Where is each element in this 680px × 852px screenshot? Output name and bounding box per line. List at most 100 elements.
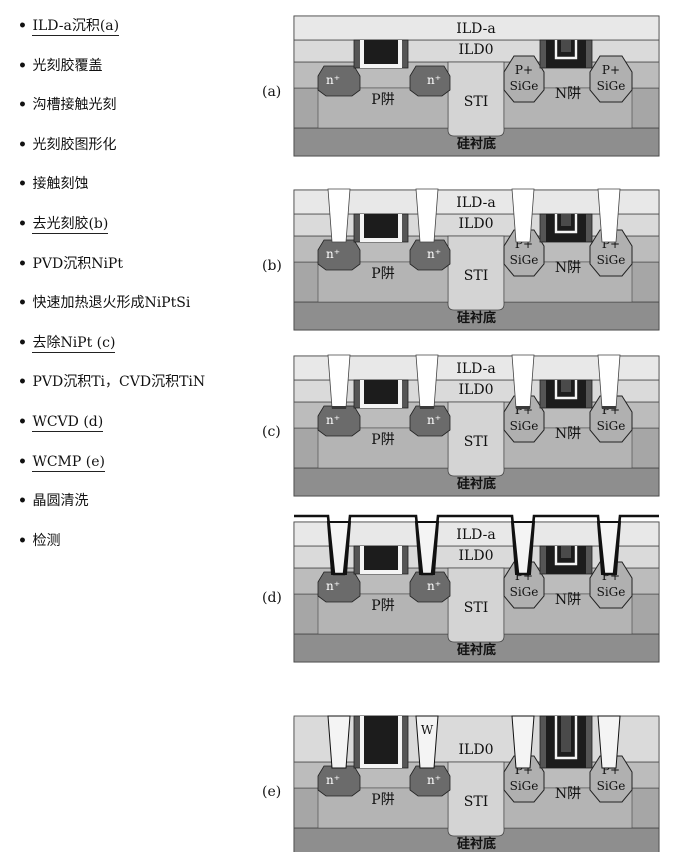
sige-label: SiGe [510, 253, 539, 267]
substrate-label: 硅衬底 [457, 310, 496, 326]
process-step: • 光刻胶图形化 [18, 133, 268, 173]
substrate-label: 硅衬底 [457, 136, 496, 152]
contact-trench [327, 188, 351, 243]
contact-trench [597, 354, 621, 409]
pmos-gate-core [561, 380, 571, 392]
p-well-region [317, 261, 449, 303]
n-plus-epi [409, 239, 451, 271]
process-step: • 检测 [18, 529, 268, 569]
n-plus-epi [317, 405, 361, 437]
process-step: • 接触刻蚀 [18, 172, 268, 212]
pmos-gate-core [561, 546, 571, 558]
process-step-text: PVD沉积NiPt [32, 255, 123, 272]
bullet-dot: • [18, 453, 27, 470]
n-plus-epi [317, 65, 361, 97]
process-step-text: WCMP (e) [32, 453, 105, 472]
process-step: • 去光刻胶(b) [18, 212, 268, 252]
process-step: • 光刻胶覆盖 [18, 54, 268, 94]
tungsten-label: W [421, 723, 434, 737]
p-plus-label: P+ [602, 63, 620, 77]
contact-trench [511, 354, 535, 409]
p-well-label: P阱 [371, 92, 394, 108]
pmos-gate-liner [554, 380, 578, 400]
process-step-text: 去光刻胶(b) [32, 215, 109, 234]
ild-a-label: ILD-a [456, 21, 495, 37]
ild0-label: ILD0 [459, 42, 494, 58]
tin-tungsten-overburden [294, 514, 659, 576]
p-plus-sige-region [589, 55, 633, 103]
ild0-label: ILD0 [459, 548, 494, 564]
p-plus-sige-region [503, 229, 545, 277]
process-step-text: 光刻胶覆盖 [32, 57, 103, 74]
sige-label: SiGe [510, 79, 539, 93]
contact-trench [327, 354, 351, 409]
n-plus-epi [317, 571, 361, 603]
ild-a-label: ILD-a [456, 195, 495, 211]
pmos-gate-core [561, 214, 571, 226]
n-well-label: N阱 [555, 260, 581, 276]
n-plus-label: n⁺ [326, 73, 340, 87]
contact-trench [415, 354, 439, 409]
n-plus-label: n⁺ [326, 773, 340, 787]
p-plus-sige-region [589, 755, 633, 803]
nmos-gate-metal [364, 380, 398, 404]
sti-region [447, 761, 505, 837]
process-step-text: 光刻胶图形化 [32, 136, 117, 153]
p-well-region [317, 87, 449, 129]
process-step: • PVD沉积Ti，CVD沉积TiN [18, 370, 268, 410]
nipt-silicide [420, 406, 434, 409]
bullet-dot: • [18, 493, 27, 510]
n-well-label: N阱 [555, 86, 581, 102]
sti-region [447, 61, 505, 137]
ild0-label: ILD0 [459, 382, 494, 398]
pmos-gate-liner [554, 716, 578, 760]
nmos-gate-metal [364, 546, 398, 570]
nipt-silicide [602, 406, 616, 409]
process-step-text: 检测 [32, 532, 61, 549]
process-step-text: ILD-a沉积(a) [32, 18, 120, 36]
panel-label-d: (d) [262, 590, 282, 606]
process-step-list: • ILD-a沉积(a)• 光刻胶覆盖• 沟槽接触光刻• 光刻胶图形化• 接触刻… [18, 14, 268, 568]
sti-region [447, 235, 505, 311]
nipt-silicide [332, 406, 346, 409]
contact-trench [415, 188, 439, 243]
bullet-dot: • [18, 136, 27, 153]
substrate-label: 硅衬底 [457, 642, 496, 658]
ild0-label: ILD0 [459, 742, 494, 758]
p-plus-sige-region [589, 395, 633, 443]
n-plus-epi [409, 405, 451, 437]
sige-label: SiGe [510, 779, 539, 793]
sti-label: STI [464, 268, 488, 284]
sti-label: STI [464, 434, 488, 450]
process-step: • WCVD (d) [18, 410, 268, 450]
p-well-label: P阱 [371, 792, 394, 808]
contact-trench [597, 188, 621, 243]
pmos-gate-core [561, 716, 571, 752]
p-well-label: P阱 [371, 432, 394, 448]
p-well-label: P阱 [371, 266, 394, 282]
p-well-label: P阱 [371, 598, 394, 614]
n-well-label: N阱 [555, 592, 581, 608]
tungsten-contact [511, 715, 535, 769]
substrate-label: 硅衬底 [457, 476, 496, 492]
n-plus-label: n⁺ [427, 579, 441, 593]
panel-label-e: (e) [262, 784, 281, 800]
sti-region [447, 567, 505, 643]
ild-a-label: ILD-a [456, 527, 495, 543]
sti-label: STI [464, 794, 488, 810]
process-step-text: 去除NiPt (c) [32, 334, 116, 353]
n-well-label: N阱 [555, 426, 581, 442]
bullet-dot: • [18, 97, 27, 114]
bullet-dot: • [18, 18, 27, 34]
sti-label: STI [464, 94, 488, 110]
nipt-silicide [516, 406, 530, 409]
process-step: • ILD-a沉积(a) [18, 14, 268, 54]
n-plus-epi [409, 571, 451, 603]
panel-label-c: (c) [262, 424, 281, 440]
n-plus-epi [409, 765, 451, 797]
